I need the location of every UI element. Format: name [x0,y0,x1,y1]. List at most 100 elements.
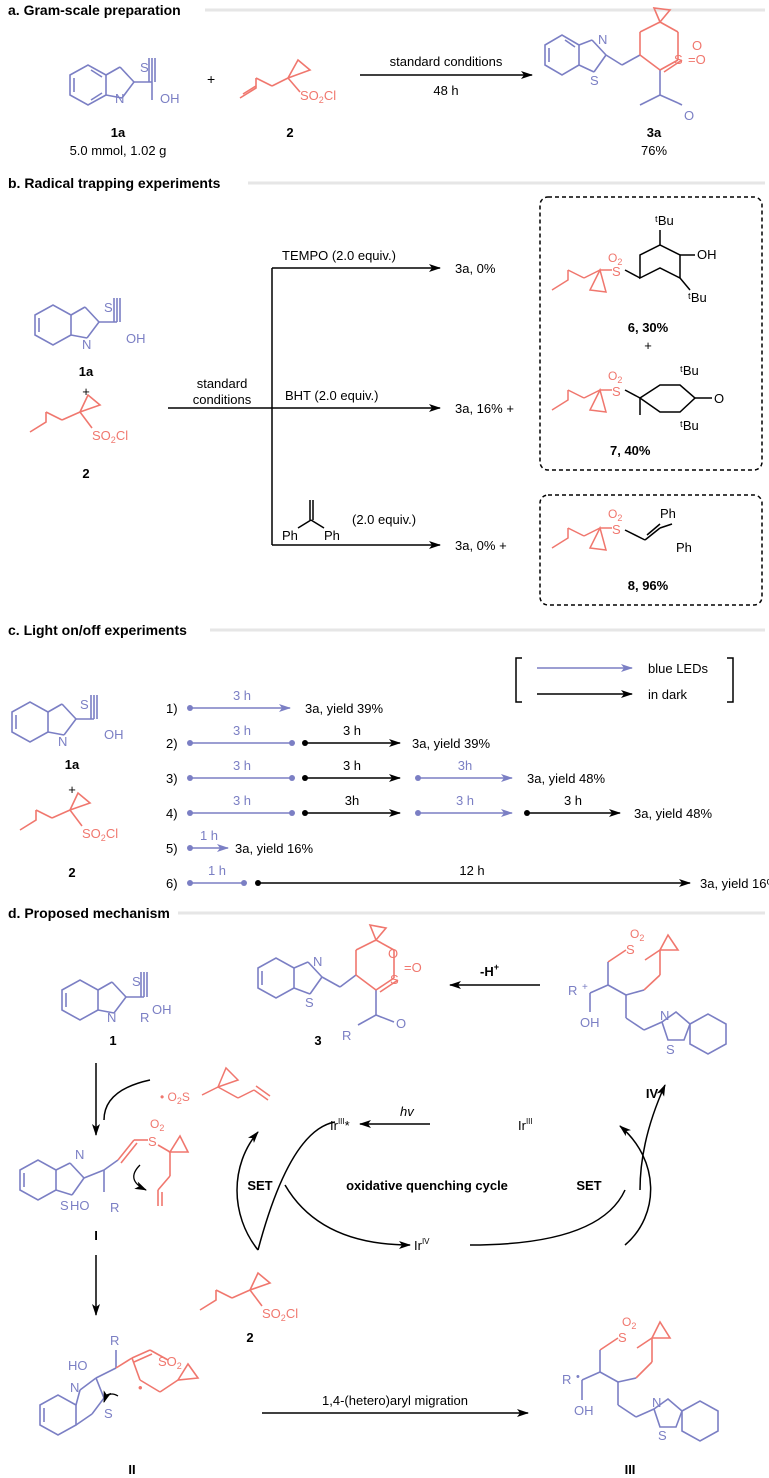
ir3-label: IrIII [518,1117,533,1133]
section-b-title: b. Radical trapping experiments [8,175,221,191]
atom-n-II: N [70,1380,79,1395]
atom-s: S [140,60,149,75]
compound-2-b-label: 2 [82,466,89,481]
radical-dot-II: • [138,1380,143,1395]
result-bht: 3a, 16% + [455,401,514,416]
dpe-equiv: (2.0 equiv.) [352,512,416,527]
plus-sign: + [207,71,215,87]
conditions-b-2: conditions [193,392,252,407]
set-left-label: SET [247,1178,272,1193]
atom-o2-IV: O2 [630,927,644,943]
row-6-t2: 12 h [459,863,484,878]
molecule-IV [589,933,727,1055]
oh-6: OH [697,247,717,262]
atom-n-3: N [313,954,322,969]
atom-s-3a: S [590,73,599,88]
row-4-result: 3a, yield 48% [634,806,712,821]
tempo-label: TEMPO (2.0 equiv.) [282,248,396,263]
ph-right: Ph [324,528,340,543]
atom-s-1: S [132,974,141,989]
atom-o2-6: O2 [608,251,622,267]
row-6-blue-end-dot [241,880,247,886]
row-3-t3: 3h [458,758,472,773]
tbu-7-bottom: ᵗBu [680,418,699,433]
catalytic-cycle [236,1084,666,1251]
molecule-3a [544,7,683,106]
atom-o2-I: O2 [150,1117,164,1133]
legend-blue: blue LEDs [648,661,708,676]
atom-r-II: R [110,1333,119,1348]
atom-o-ketone-3: O [396,1016,406,1031]
atom-s-7: S [612,384,621,399]
row-4-number: 4) [166,806,178,821]
atom-oh-b: OH [126,331,146,346]
so2-radical-text: • O2S [160,1090,190,1106]
atom-o-3a: O [692,38,702,53]
row-5-result: 3a, yield 16% [235,841,313,856]
row-4-t4: 3 h [564,793,582,808]
legend-dark: in dark [648,687,688,702]
compound-3-label: 3 [314,1033,321,1048]
compound-1a-label: 1a [111,125,126,140]
radical-addition-arrow [103,1079,151,1121]
atom-oh-c: OH [104,727,124,742]
trap-box-bht-tempo [539,196,763,471]
atom-n-c: N [58,734,67,749]
atom-o2-7: O2 [608,369,622,385]
atom-s-c: S [80,697,89,712]
atom-o2-III: O2 [622,1315,636,1331]
atom-s-Ib: S [148,1134,157,1149]
cyclization-arrow-I [133,1164,147,1191]
row-6-t1: 1 h [208,863,226,878]
atom-n-3a: N [598,32,607,47]
cycle-label: oxidative quenching cycle [346,1178,508,1193]
so2cl-text: SO2Cl [300,88,336,105]
compound-II-label: II [128,1462,135,1477]
molecule-I [19,1134,190,1206]
atom-so2-3a: S [674,52,683,67]
atom-o-ketone: O [684,108,694,123]
time-a: 48 h [433,83,458,98]
atom-n-I: N [75,1147,84,1162]
ph-8-right: Ph [676,540,692,555]
atom-oh: OH [160,91,180,106]
atom-r-3: R [342,1028,351,1043]
row-2-t2: 3 h [343,723,361,738]
compound-2-c-label: 2 [68,865,75,880]
atom-oh-IV: OH [580,1015,600,1030]
atom-o2-3a: =O [688,52,706,67]
row-2-blue-end-dot [289,740,295,746]
molecule-II [39,1349,200,1436]
row-2-t1: 3 h [233,723,251,738]
compound-3a-label: 3a [647,125,662,140]
row-3-t2: 3 h [343,758,361,773]
atom-oh-1: OH [152,1002,172,1017]
atom-s-I: S [60,1198,69,1213]
atom-s-III: S [618,1330,627,1345]
o-7: O [714,391,724,406]
so2cl-d: SO2Cl [262,1306,298,1323]
atom-r-1: R [140,1010,149,1025]
compound-8-label: 8, 96% [628,578,669,593]
conditions-b-1: standard [197,376,248,391]
molecule-1 [61,972,148,1021]
so2cl-c: SO2Cl [82,826,118,843]
atom-s-IV: S [626,942,635,957]
atom-s-8: S [612,522,621,537]
atom-r-III: R [562,1372,571,1387]
molecule-3 [257,923,399,1026]
radical-dot-III: • [576,1371,580,1383]
atom-s-3b: S [390,972,399,987]
molecule-2 [239,58,312,99]
section-c-title: c. Light on/off experiments [8,622,187,638]
atom-n-IV: N [660,1008,669,1023]
tbu-6-bottom: ᵗBu [688,290,707,305]
trap-box-dpe [539,494,763,606]
atom-n-III: N [652,1395,661,1410]
compound-1a-c-label: 1a [65,757,80,772]
conditions-a: standard conditions [390,54,503,69]
cation-IV: + [582,982,588,993]
plus-box: + [644,338,652,353]
atom-so2-II: SO2 [158,1354,182,1371]
